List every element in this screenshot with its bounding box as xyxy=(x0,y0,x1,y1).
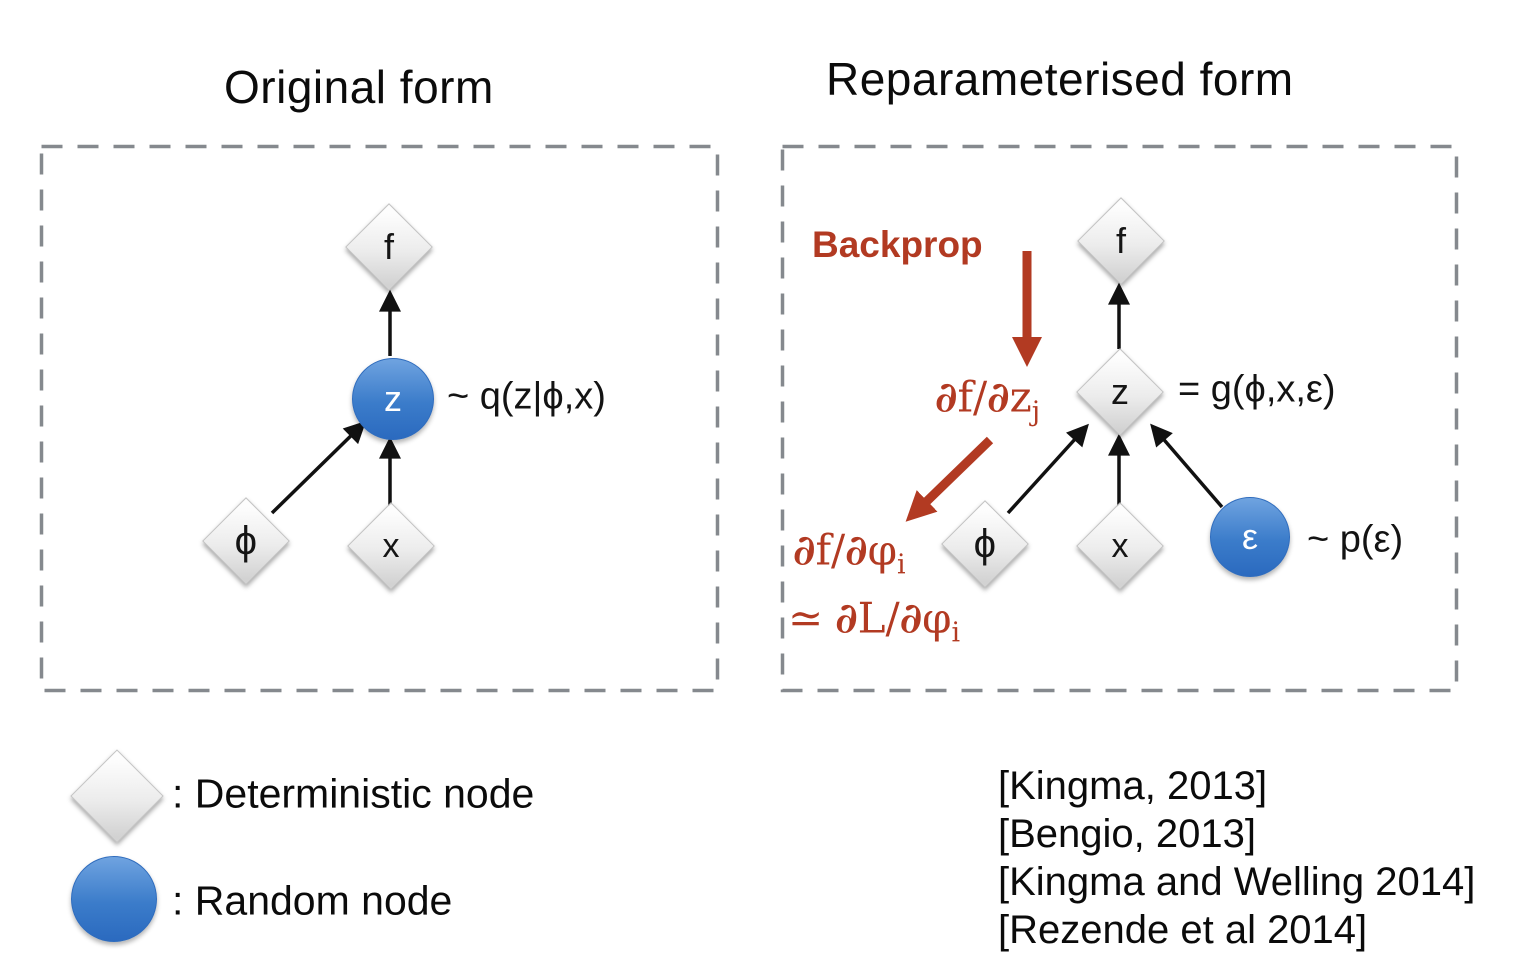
partial-symbol: ∂ xyxy=(845,525,868,575)
backprop-diagonal-arrow xyxy=(905,436,994,522)
legend-random-label: : Random node xyxy=(172,877,453,924)
grad-z-numerator: f/ xyxy=(957,372,988,422)
grad-z-variable: z xyxy=(1009,372,1032,422)
edge-phi-to-z-right xyxy=(1006,423,1089,515)
left-node-x-label: x xyxy=(382,526,400,565)
right-node-eps: ε xyxy=(1210,497,1290,577)
legend-random-icon xyxy=(71,856,157,942)
left-node-f-label: f xyxy=(383,225,395,267)
partial-symbol: ∂ xyxy=(935,372,958,422)
partial-symbol: ∂ xyxy=(899,593,923,643)
grad-z-subscript: j xyxy=(1031,396,1041,428)
left-node-z: z xyxy=(352,358,434,440)
partial-symbol: ∂ xyxy=(835,593,858,643)
right-node-eps-label: ε xyxy=(1241,516,1259,557)
grad-L-variable: φ xyxy=(922,593,952,643)
left-panel-title: Original form xyxy=(224,61,494,113)
left-node-phi-label: ϕ xyxy=(234,518,258,563)
right-node-phi-label: ϕ xyxy=(973,521,997,566)
grad-L-subscript: i xyxy=(951,617,961,649)
grad-phi-numerator: f/ xyxy=(815,525,846,575)
right-node-z-label: z xyxy=(1111,371,1129,412)
citation: [Rezende et al 2014] xyxy=(998,908,1368,952)
edge-eps-to-z-right xyxy=(1150,423,1224,509)
grad-L-numerator: L/ xyxy=(857,593,900,643)
original-form-box xyxy=(39,144,720,693)
citation: [Kingma, 2013] xyxy=(998,764,1268,808)
right-z-annotation: = g(ϕ,x,ε) xyxy=(1178,368,1336,411)
eps-annotation: ~ p(ε) xyxy=(1307,518,1404,561)
left-z-annotation: ~ q(z|ϕ,x) xyxy=(447,375,606,418)
right-node-f-label: f xyxy=(1115,219,1127,261)
grad-phi-variable: φ xyxy=(867,525,897,575)
backprop-label: Backprop xyxy=(812,224,983,265)
grad-L-wrt-phi-formula: ≃∂L/∂φi xyxy=(788,593,960,648)
citation: [Kingma and Welling 2014] xyxy=(998,860,1476,904)
grad-f-wrt-z-formula: ∂f/∂zj xyxy=(935,372,1040,427)
partial-symbol: ∂ xyxy=(793,525,816,575)
right-node-x-label: x xyxy=(1111,526,1129,565)
edge-phi-to-z-left xyxy=(270,420,367,515)
right-panel-title: Reparameterised form xyxy=(826,53,1294,105)
reparameterised-form-box xyxy=(780,144,1459,693)
legend-deterministic-label: : Deterministic node xyxy=(172,770,535,817)
partial-symbol: ∂ xyxy=(987,372,1010,422)
approx-symbol: ≃ xyxy=(788,593,824,643)
grad-phi-subscript: i xyxy=(897,549,906,581)
citations-block: [Kingma, 2013] [Bengio, 2013] [Kingma an… xyxy=(998,762,1475,954)
citation: [Bengio, 2013] xyxy=(998,812,1256,856)
left-node-z-label: z xyxy=(384,378,402,419)
grad-f-wrt-phi-formula: ∂f/∂φi xyxy=(793,525,906,580)
